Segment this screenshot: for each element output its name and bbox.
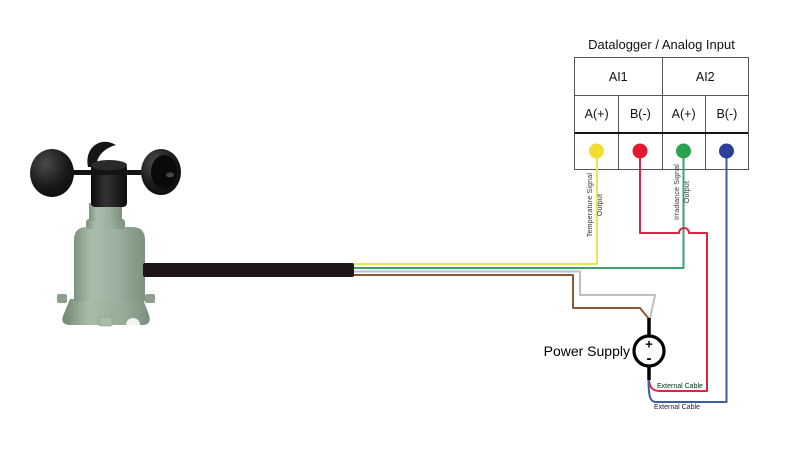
right-cup (141, 149, 181, 195)
anemometer-sensor (30, 141, 181, 327)
sensor-base (62, 299, 150, 325)
temperature-signal-line2: Output (597, 193, 604, 217)
right-cup-highlight (166, 172, 174, 178)
left-cup (30, 149, 74, 197)
wire-gray-power (354, 270, 656, 320)
sensor-base-notch-right (126, 318, 140, 325)
dot-cell-2 (618, 134, 661, 169)
temperature-signal-line1: Temperature Signal (587, 172, 594, 238)
dot-cell-1 (575, 134, 618, 169)
wire-yellow-temperature (354, 151, 598, 265)
irradiance-signal-line1: Irradiance Signal (674, 164, 681, 220)
cup-arm (45, 170, 167, 175)
power-supply-symbol: + - (632, 318, 666, 380)
irradiance-signal-label: Irradiance Signal Output (673, 164, 693, 220)
dot-cell-4 (704, 134, 748, 169)
sensor-hub (91, 164, 127, 207)
power-minus-sign: - (647, 350, 652, 367)
terminal-ai1-a-plus: A(+) (584, 107, 609, 121)
right-cup-opening (151, 155, 177, 189)
terminal-dot-row (575, 132, 748, 169)
sensor-body (74, 227, 145, 301)
sensor-neck (89, 203, 122, 221)
terminal-header-row: A(+) B(-) A(+) B(-) (575, 95, 748, 132)
sensor-base-tab-right (145, 294, 155, 303)
wire-brown-power (354, 274, 650, 320)
channel-header-row: AI1 AI2 (575, 58, 748, 95)
rear-cup (87, 141, 116, 167)
external-cable-label-blue: External Cable (654, 404, 700, 411)
power-plus-sign: + (645, 337, 653, 352)
power-supply-circle (632, 334, 666, 368)
channel-ai1: AI1 (608, 69, 628, 84)
terminal-ai2-a-plus: A(+) (661, 96, 705, 132)
sensor-base-tab-left (57, 294, 67, 303)
power-supply-label: Power Supply (543, 343, 630, 359)
datalogger-table: AI1 AI2 A(+) B(-) A(+) B(-) (574, 57, 749, 170)
irradiance-signal-line2: Output (684, 180, 691, 204)
temperature-signal-label: Temperature Signal Output (586, 173, 606, 237)
external-cable-label-red: External Cable (657, 383, 703, 390)
sensor-base-notch (98, 316, 113, 327)
terminal-ai1-b-minus: B(-) (618, 96, 661, 132)
sensor-cable (143, 263, 354, 277)
terminal-ai2-b-minus: B(-) (704, 96, 748, 132)
sensor-hub-top (91, 160, 127, 170)
datalogger-title: Datalogger / Analog Input (588, 37, 735, 52)
sensor-neck-lip (86, 219, 125, 229)
channel-ai2: AI2 (661, 58, 749, 95)
